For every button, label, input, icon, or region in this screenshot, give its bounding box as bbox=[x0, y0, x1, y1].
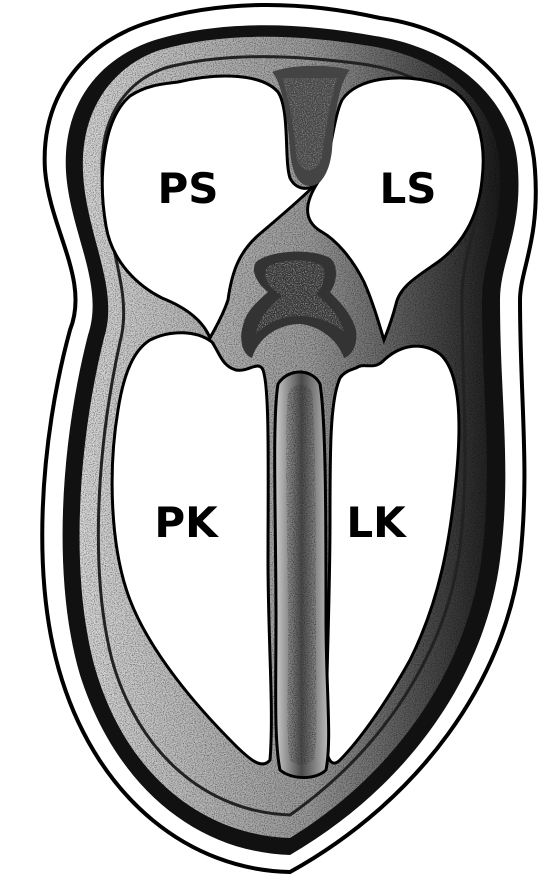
label-left-ventricle: LK bbox=[346, 498, 407, 547]
label-left-atrium: LS bbox=[379, 164, 436, 213]
label-right-ventricle: PK bbox=[154, 498, 219, 547]
label-right-atrium: PS bbox=[157, 164, 218, 213]
